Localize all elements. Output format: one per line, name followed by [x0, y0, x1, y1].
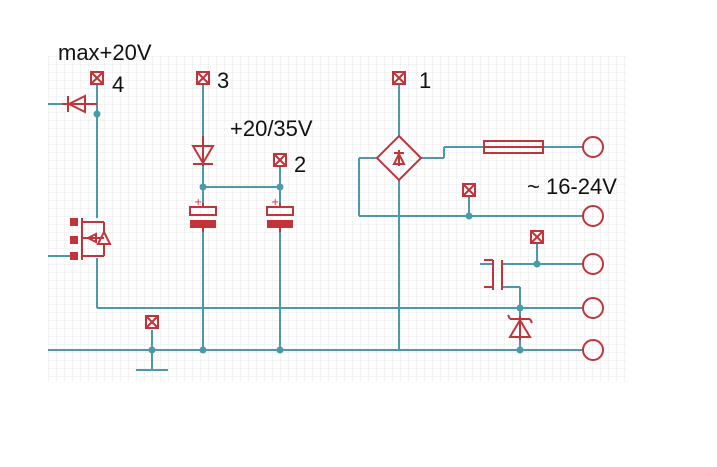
pad-2-label: 2 — [294, 152, 306, 177]
pad-4-label: 4 — [112, 72, 124, 97]
terminals — [582, 136, 604, 361]
capacitor-right: + — [266, 197, 294, 232]
capacitor-left: + — [189, 197, 217, 232]
input-diode — [62, 94, 97, 114]
mosfet — [70, 218, 112, 260]
junctions — [93, 110, 541, 354]
svg-text:+: + — [271, 197, 279, 208]
max-voltage-label: max+20V — [58, 40, 152, 65]
supply-diode — [191, 136, 215, 166]
zener-diode — [507, 314, 533, 340]
wires — [48, 84, 583, 370]
pad-ground — [145, 315, 159, 329]
pad-1 — [392, 71, 406, 85]
fuse — [483, 140, 544, 154]
supply-voltage-label: +20/35V — [230, 116, 313, 141]
pad-1-label: 1 — [419, 68, 431, 93]
pad-3 — [196, 71, 210, 85]
pad-ac — [462, 183, 476, 197]
grid-background — [48, 55, 626, 382]
pad-2 — [273, 153, 287, 167]
pad-3-label: 3 — [217, 68, 229, 93]
bridge-rectifier — [375, 134, 423, 182]
pad-4 — [90, 71, 104, 85]
ac-voltage-label: ~ 16-24V — [527, 174, 617, 199]
small-capacitor — [484, 259, 503, 290]
svg-text:+: + — [194, 197, 202, 208]
pad-cap — [530, 230, 544, 244]
